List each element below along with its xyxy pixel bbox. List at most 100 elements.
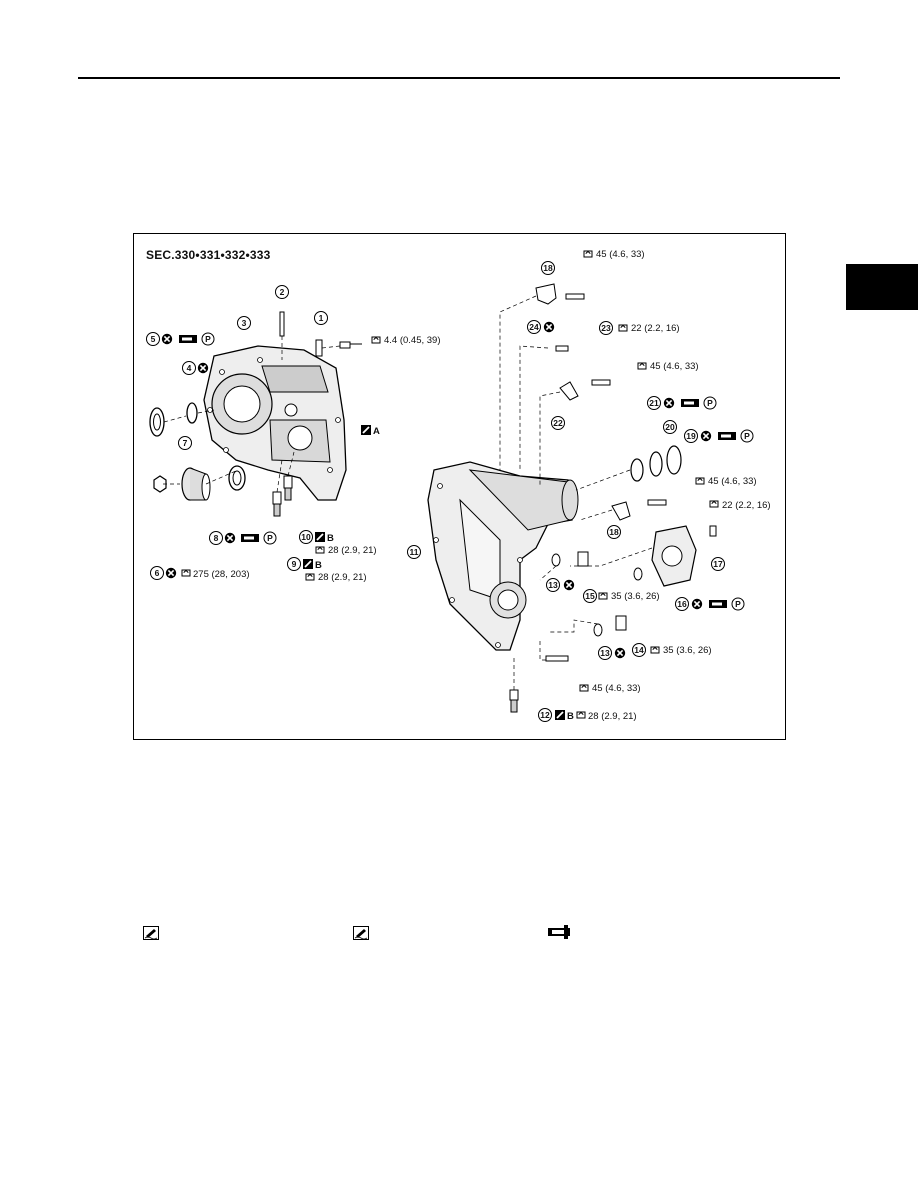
svg-text:18: 18 <box>609 527 619 537</box>
sealant-label-a: A <box>373 426 380 437</box>
callout-17: 17 <box>711 557 725 571</box>
replace-icon <box>542 320 556 334</box>
svg-text:17: 17 <box>713 559 723 569</box>
switch-12 <box>509 689 519 713</box>
sealant-icon <box>360 424 372 436</box>
svg-text:19: 19 <box>686 431 696 441</box>
replace-icon <box>613 646 627 660</box>
grease-icon <box>179 335 197 343</box>
gasket-13-bottom <box>593 623 603 637</box>
svg-text:7: 7 <box>183 438 188 448</box>
callout-18-mid: 18 <box>607 525 621 539</box>
svg-text:15: 15 <box>585 591 595 601</box>
replace-icon <box>165 566 177 580</box>
replace-icon <box>161 332 173 346</box>
replace-icon <box>699 429 713 443</box>
callout-15: 15 <box>583 589 597 603</box>
callout-11: 11 <box>407 545 421 559</box>
bracket-1 <box>315 339 323 357</box>
svg-text:P: P <box>707 398 713 408</box>
callout-13-top: 13 <box>546 578 560 592</box>
torque-label-18-mid: 45 (4.6, 33) <box>708 476 757 487</box>
switch-10 <box>283 475 293 501</box>
torque-label-6: 275 (28, 203) <box>193 569 250 580</box>
callout-7: 7 <box>178 436 192 450</box>
replace-icon <box>197 361 209 375</box>
svg-text:1: 1 <box>319 313 324 323</box>
torque-label-15: 35 (3.6, 26) <box>611 591 660 602</box>
callout-24: 24 <box>527 320 541 334</box>
torque-label-bottom: 45 (4.6, 33) <box>592 683 641 694</box>
svg-text:B: B <box>315 560 322 571</box>
callout-12: 12 <box>538 708 552 722</box>
torque-label-12: 28 (2.9, 21) <box>588 711 637 722</box>
svg-text:B: B <box>327 533 334 544</box>
svg-text:P: P <box>205 334 211 344</box>
svg-text:14: 14 <box>634 645 644 655</box>
callout-6: 6 <box>150 566 164 580</box>
bracket-18-mid <box>611 501 631 521</box>
grease-icon <box>718 432 736 440</box>
svg-text:B: B <box>567 711 574 722</box>
svg-text:12: 12 <box>540 710 550 720</box>
oil-seal-8 <box>228 465 246 491</box>
sealant-icon <box>554 709 566 721</box>
replace-icon <box>662 396 676 410</box>
callout-13-bottom: 13 <box>598 646 612 660</box>
rear-case <box>427 461 579 651</box>
diagram-frame <box>133 233 786 740</box>
replace-icon <box>224 531 236 545</box>
callout-10: 10 <box>299 530 313 544</box>
o-ring-4 <box>186 402 198 424</box>
svg-text:P: P <box>744 431 750 441</box>
torque-label-18-top: 45 (4.6, 33) <box>596 249 645 260</box>
callout-5: 5 <box>146 332 160 346</box>
oil-seal-5 <box>149 407 165 437</box>
dust-cover-19 <box>666 445 682 475</box>
grease-icon <box>681 399 699 407</box>
callout-20: 20 <box>663 420 677 434</box>
svg-text:13: 13 <box>600 648 610 658</box>
svg-text:16: 16 <box>677 599 687 609</box>
o-ring-16 <box>633 567 643 581</box>
callout-3: 3 <box>237 316 251 330</box>
sealant-icon <box>302 558 314 570</box>
callout-16: 16 <box>675 597 689 611</box>
callout-1: 1 <box>314 311 328 325</box>
svg-text:8: 8 <box>214 533 219 543</box>
torque-label-22: 45 (4.6, 33) <box>650 361 699 372</box>
bolt-bottom <box>545 655 569 662</box>
svg-text:3: 3 <box>242 318 247 328</box>
sealant-icon <box>353 926 369 940</box>
torque-label-9: 28 (2.9, 21) <box>318 572 367 583</box>
svg-text:2: 2 <box>280 287 285 297</box>
grease-icon <box>241 534 259 542</box>
svg-text:10: 10 <box>301 532 311 542</box>
svg-text:P: P <box>735 599 741 609</box>
header-rule <box>78 77 840 79</box>
torque-label-10: 28 (2.9, 21) <box>328 545 377 556</box>
svg-text:24: 24 <box>529 322 539 332</box>
svg-text:23: 23 <box>601 323 611 333</box>
callout-9: 9 <box>287 557 301 571</box>
callout-21: 21 <box>647 396 661 410</box>
callout-4: 4 <box>182 361 196 375</box>
callout-22: 22 <box>551 416 565 430</box>
oil-pump-17 <box>651 525 697 587</box>
grease-icon <box>548 925 570 939</box>
callout-8: 8 <box>209 531 223 545</box>
bracket-22 <box>559 381 579 401</box>
svg-text:20: 20 <box>665 422 675 432</box>
gasket-13-top <box>551 553 561 567</box>
bolt-23 <box>555 345 569 352</box>
callout-23: 23 <box>599 321 613 335</box>
front-case <box>203 345 347 501</box>
bolt-1 <box>339 341 362 349</box>
torque-label-23: 22 (2.2, 16) <box>631 323 680 334</box>
section-code: SEC.330•331•332•333 <box>146 248 271 262</box>
callout-14: 14 <box>632 643 646 657</box>
svg-text:P: P <box>267 533 273 543</box>
torque-label-17: 22 (2.2, 16) <box>722 500 771 511</box>
switch-9 <box>272 491 282 517</box>
